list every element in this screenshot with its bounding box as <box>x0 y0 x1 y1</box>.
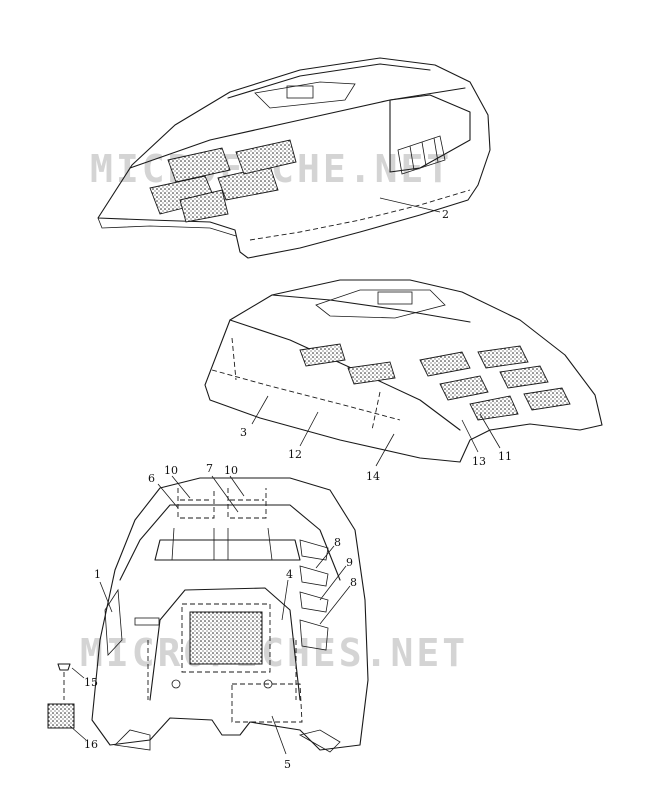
leader-6 <box>157 483 179 509</box>
callout-8b: 8 <box>350 576 357 589</box>
callout-4: 4 <box>286 568 293 581</box>
leader-8a <box>315 545 335 569</box>
leader-2 <box>379 197 441 213</box>
leader-8b <box>319 585 351 625</box>
callout-3: 3 <box>240 426 247 439</box>
fastener-part <box>57 663 71 700</box>
callout-1: 1 <box>94 568 101 581</box>
callout-11: 11 <box>498 450 512 463</box>
leader-16 <box>69 725 87 741</box>
leader-15 <box>71 667 85 679</box>
callout-9: 9 <box>346 556 353 569</box>
leader-13 <box>461 419 479 453</box>
hood-side-view <box>204 279 603 463</box>
callout-8a: 8 <box>334 536 341 549</box>
leader-3 <box>251 395 269 425</box>
bumper-part <box>47 703 75 729</box>
hood-top-view <box>97 57 491 259</box>
callout-2: 2 <box>442 208 449 221</box>
callout-14: 14 <box>366 470 380 483</box>
leader-12 <box>299 411 319 447</box>
callout-15: 15 <box>84 676 98 689</box>
leader-9 <box>319 565 347 601</box>
leader-10b <box>229 475 245 497</box>
leader-5 <box>271 715 287 755</box>
callout-10a: 10 <box>164 464 178 477</box>
hood-underside-view <box>91 477 369 753</box>
callout-12: 12 <box>288 448 302 461</box>
callout-16: 16 <box>84 738 98 751</box>
leader-7 <box>211 475 239 513</box>
leader-14 <box>375 433 395 467</box>
leader-10a <box>171 475 191 499</box>
callout-10b: 10 <box>224 464 238 477</box>
leader-4 <box>281 579 289 621</box>
watermark-bottom: MICROFICHES.NET <box>80 631 468 675</box>
callout-6: 6 <box>148 472 155 485</box>
leader-1 <box>99 581 113 613</box>
leader-11 <box>479 413 501 449</box>
callout-13: 13 <box>472 455 486 468</box>
callout-7: 7 <box>206 462 213 475</box>
callout-5: 5 <box>284 758 291 771</box>
